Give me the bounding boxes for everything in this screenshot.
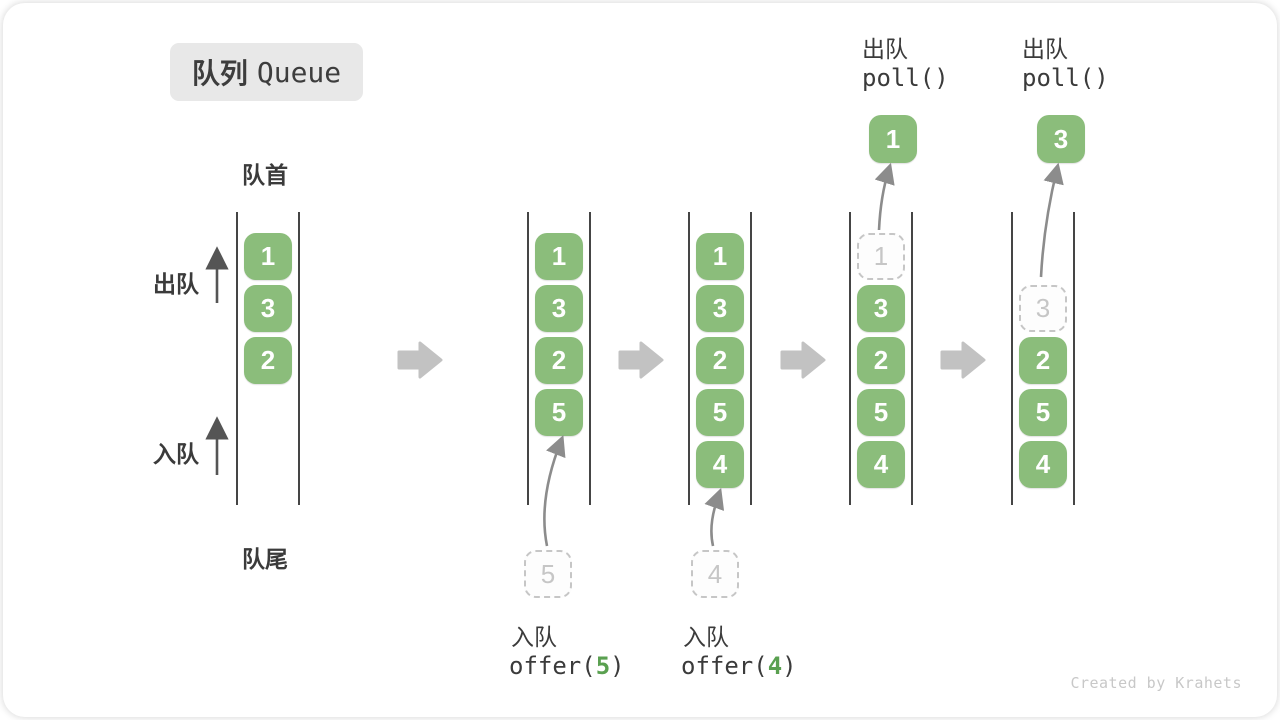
op-code-text: ) <box>782 652 797 680</box>
queue-cell: 2 <box>244 337 292 384</box>
queue-wall-line <box>298 212 300 505</box>
queue-rear-label: 队尾 <box>242 546 288 572</box>
queue-cell: 2 <box>696 337 744 384</box>
queue-wall-line <box>911 212 913 505</box>
queue-cell: 4 <box>696 441 744 488</box>
queue-cell: 3 <box>535 285 583 332</box>
queue-wall-line <box>688 212 690 505</box>
enqueue-op-code: offer(5) <box>509 652 625 680</box>
dequeue-op-code: poll() <box>1022 64 1109 92</box>
queue-cell: 2 <box>1019 337 1067 384</box>
dequeue-op-label: 出队 <box>862 36 908 62</box>
queue-cell: 3 <box>244 285 292 332</box>
op-code-text: offer( <box>681 652 768 680</box>
queue-cell: 1 <box>696 233 744 280</box>
op-code-text: ) <box>610 652 625 680</box>
queue-front-label: 队首 <box>242 162 288 188</box>
queue-cell-ghost: 1 <box>857 233 905 280</box>
queue-wall-line <box>750 212 752 505</box>
queue-wall-line <box>527 212 529 505</box>
pending-value-box: 5 <box>524 550 572 598</box>
title-english: Queue <box>256 55 342 89</box>
enqueue-op-label: 入队 <box>511 624 557 650</box>
queue-cell: 5 <box>535 389 583 436</box>
queue-cell: 5 <box>696 389 744 436</box>
queue-cell: 3 <box>857 285 905 332</box>
queue-cell: 4 <box>1019 441 1067 488</box>
queue-cell: 1 <box>244 233 292 280</box>
polled-value-box: 3 <box>1037 115 1085 163</box>
dequeue-op-label: 出队 <box>1022 36 1068 62</box>
enqueue-op-label: 入队 <box>683 624 729 650</box>
queue-cell: 5 <box>857 389 905 436</box>
op-code-arg: 4 <box>767 652 783 680</box>
queue-wall-line <box>236 212 238 505</box>
queue-cell: 4 <box>857 441 905 488</box>
queue-cell: 3 <box>696 285 744 332</box>
pending-value-box: 4 <box>691 550 739 598</box>
queue-wall-line <box>589 212 591 505</box>
watermark: Created by Krahets <box>1070 674 1242 692</box>
polled-value-box: 1 <box>869 115 917 163</box>
enqueue-side-label: 入队 <box>153 441 199 467</box>
queue-wall-line <box>1073 212 1075 505</box>
queue-cell: 2 <box>857 337 905 384</box>
title-box: 队列 Queue <box>170 43 363 101</box>
queue-wall-line <box>849 212 851 505</box>
diagram-card <box>3 3 1277 717</box>
queue-wall-line <box>1011 212 1013 505</box>
op-code-text: offer( <box>509 652 596 680</box>
dequeue-op-code: poll() <box>862 64 949 92</box>
queue-cell-ghost: 3 <box>1019 285 1067 332</box>
queue-cell: 5 <box>1019 389 1067 436</box>
queue-cell: 2 <box>535 337 583 384</box>
dequeue-side-label: 出队 <box>153 271 199 297</box>
queue-cell: 1 <box>535 233 583 280</box>
op-code-arg: 5 <box>595 652 611 680</box>
title-chinese: 队列 <box>191 58 248 89</box>
enqueue-op-code: offer(4) <box>681 652 797 680</box>
